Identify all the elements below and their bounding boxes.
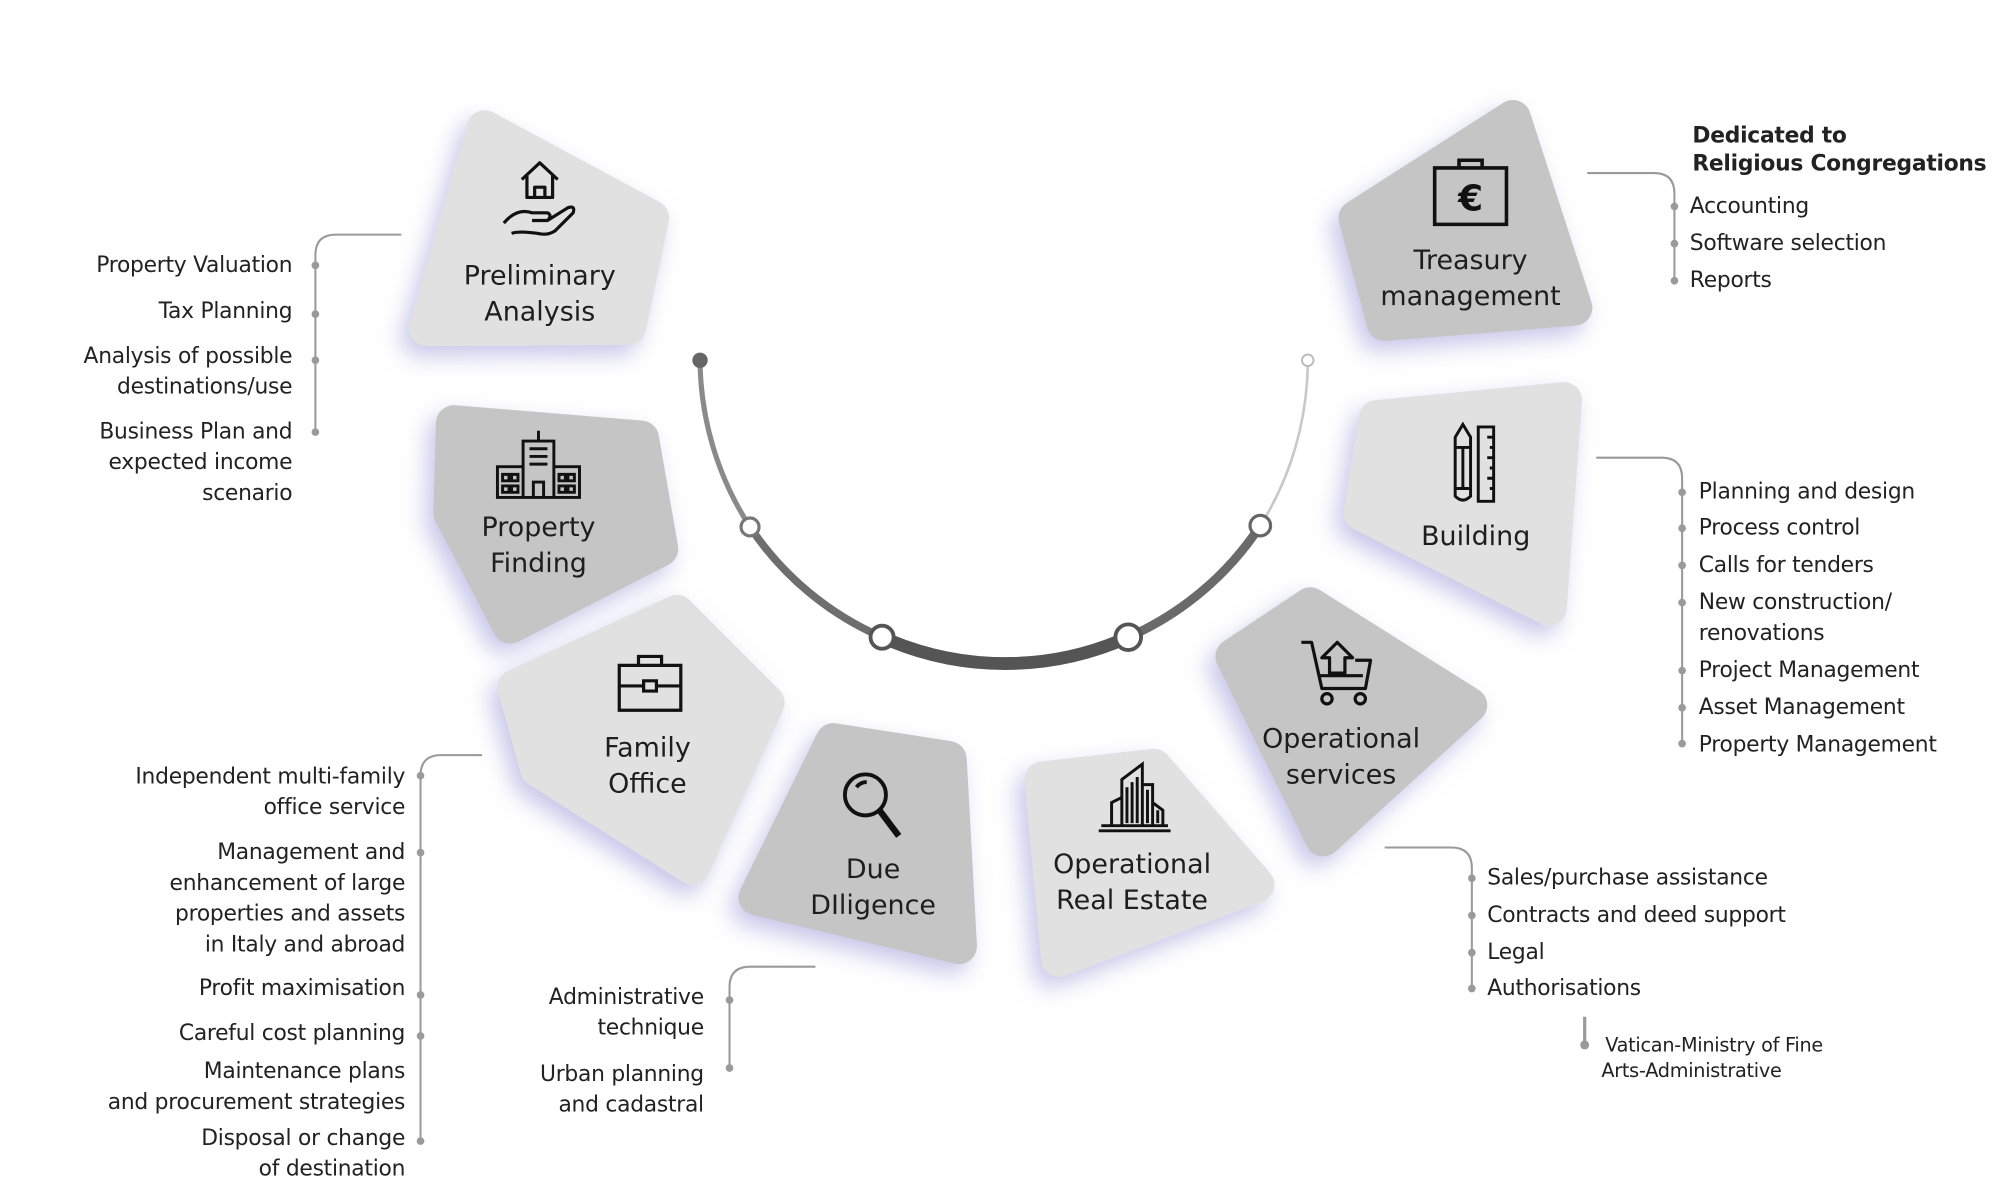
arc-node: [1248, 513, 1273, 538]
tile-treasury-management: [1338, 100, 1593, 342]
buildings-icon: [495, 430, 581, 499]
magnifier-icon: [842, 772, 902, 838]
svg-text:€: €: [1457, 178, 1483, 219]
list-item: Property Management: [1698, 732, 1937, 758]
list-item: Management and enhancement of large prop…: [169, 839, 406, 958]
tile-label-due-diligence: Due DIligence: [810, 853, 936, 921]
arc-node: [739, 516, 761, 538]
list-item: Administrative technique: [548, 984, 704, 1042]
list-item: Sales/purchase assistance: [1487, 865, 1768, 892]
list-item: Tax Planning: [158, 298, 293, 325]
tile-label-property-finding: Property Finding: [481, 511, 596, 579]
pencil-ruler-icon: [1453, 421, 1496, 503]
list-item: Disposal or change of destination: [201, 1125, 406, 1183]
tile-due-diligence: [738, 723, 977, 965]
house-in-hand-icon: [502, 161, 576, 236]
list-item: Software selection: [1689, 230, 1887, 257]
list-item: Maintenance plans and procurement strate…: [107, 1059, 406, 1116]
tile-label-operational-services: Operational services: [1262, 723, 1421, 790]
list-item: Business Plan and expected income scenar…: [99, 419, 293, 507]
tile-preliminary-analysis: [408, 110, 670, 347]
list-item: Profit maximisation: [198, 975, 406, 1002]
list-item: Contracts and deed support: [1487, 902, 1786, 929]
list-item: Project Management: [1698, 657, 1920, 684]
timeline-arc: [697, 360, 1310, 670]
tile-operational-real-estate: [1024, 748, 1275, 977]
cart-icon: [1301, 640, 1373, 706]
list-item: Accounting: [1689, 193, 1809, 220]
connectors: [314, 172, 1684, 1142]
list-item: Careful cost planning: [178, 1020, 406, 1047]
arc-node: [1113, 622, 1143, 652]
arc-node: [868, 623, 896, 651]
tile-label-operational-real-estate: Operational Real Estate: [1053, 848, 1212, 916]
briefcase-icon: [617, 654, 683, 712]
arc-start-node: [692, 352, 708, 368]
list-item: New construction/ renovations: [1698, 589, 1892, 647]
tile-family-office: [497, 594, 785, 885]
tile-operational-services: [1215, 587, 1488, 857]
tile-label-family-office: Family Office: [604, 732, 691, 799]
skyscraper-icon: [1098, 761, 1171, 833]
tile-building: [1343, 382, 1583, 626]
list-item: Planning and design: [1698, 479, 1915, 506]
treasury-heading: Dedicated to Religious Congregations: [1692, 123, 1987, 177]
tile-label-preliminary-analysis: Preliminary Analysis: [463, 260, 616, 327]
list-item: Asset Management: [1698, 694, 1905, 721]
list-item: Calls for tenders: [1698, 552, 1874, 579]
connector-dots: [311, 202, 1686, 1145]
list-sub-item: Vatican-Ministry of Fine Arts-Administra…: [1601, 1033, 1823, 1083]
list-item: Legal: [1487, 939, 1545, 966]
arc-end-node: [1301, 353, 1315, 368]
tile-label-building: Building: [1421, 520, 1531, 552]
list-item: Independent multi-family office service: [135, 764, 406, 821]
tile-label-treasury-management: Treasury management: [1380, 244, 1561, 312]
list-item: Authorisations: [1487, 975, 1641, 1002]
list-item: Reports: [1689, 267, 1772, 294]
list-item: Property Valuation: [96, 252, 293, 279]
list-item: Analysis of possible destinations/use: [83, 343, 293, 401]
list-item: Urban planning and cadastral: [540, 1061, 704, 1118]
euro-case-icon: €: [1432, 158, 1509, 227]
list-item: Process control: [1698, 515, 1861, 542]
